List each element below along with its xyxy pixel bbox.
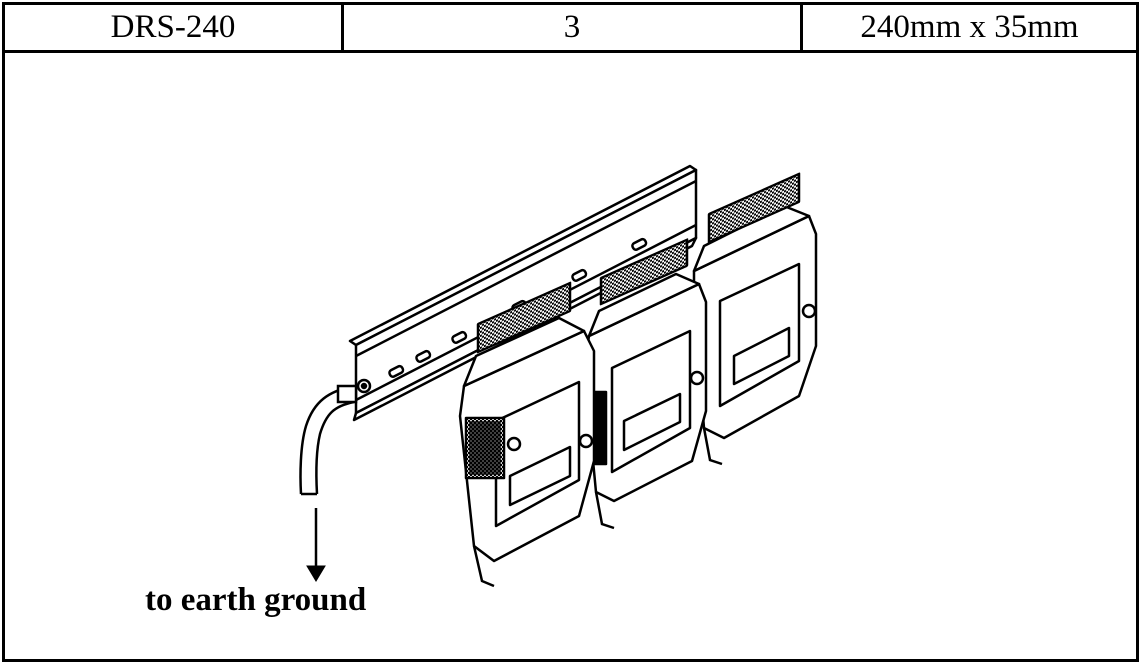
quantity-cell: 3 <box>563 9 581 45</box>
ground-wire <box>299 384 358 496</box>
model-cell: DRS-240 <box>110 9 236 45</box>
din-rail-mounting-figure <box>299 164 818 588</box>
figure-caption: to earth ground <box>145 582 367 618</box>
table-left-border <box>2 2 5 662</box>
module-3 <box>692 172 818 440</box>
column-divider-1 <box>341 2 344 53</box>
table-top-border <box>2 2 1139 5</box>
module-2 <box>582 238 708 503</box>
column-divider-2 <box>800 2 803 53</box>
row-divider <box>2 50 1139 53</box>
size-cell: 240mm x 35mm <box>860 9 1079 45</box>
module-1 <box>458 281 596 563</box>
down-arrow-icon <box>306 508 326 582</box>
table-right-border <box>1136 2 1139 662</box>
table-bottom-border <box>2 659 1139 662</box>
